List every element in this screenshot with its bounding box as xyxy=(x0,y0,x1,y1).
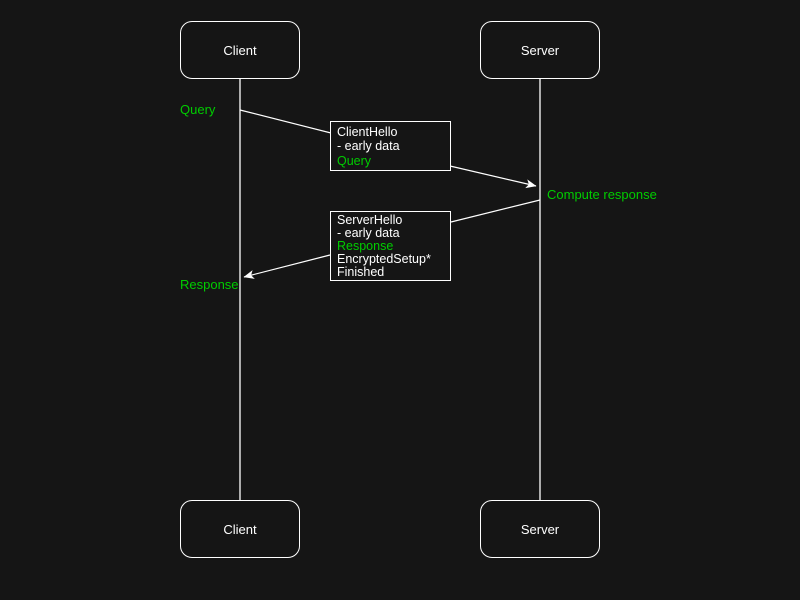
note-line: Query xyxy=(337,153,372,168)
actor-server-bottom-label: Server xyxy=(520,521,560,537)
note-line: Finished xyxy=(337,265,385,280)
actor-server-bottom: Server xyxy=(480,500,600,558)
actor-client-top-label: Client xyxy=(223,42,257,58)
query-message-line-start xyxy=(239,109,332,134)
note-line: ServerHello xyxy=(337,213,403,227)
response-message-arrow xyxy=(243,254,331,279)
actor-server-top: Server xyxy=(480,21,600,79)
server-hello-note: ServerHello - early data Response Encryp… xyxy=(330,211,451,281)
actor-client-top: Client xyxy=(180,21,300,79)
actor-client-bottom: Client xyxy=(180,500,300,558)
response-message-line-start xyxy=(450,199,541,223)
query-message-label: Query xyxy=(180,102,216,117)
note-line: ClientHello xyxy=(337,125,398,139)
query-message-arrow xyxy=(449,165,537,189)
note-line: Response xyxy=(337,239,394,254)
note-line: - early data xyxy=(337,226,400,241)
actor-client-bottom-label: Client xyxy=(223,521,257,537)
note-line: EncryptedSetup* xyxy=(337,252,431,267)
compute-response-label: Compute response xyxy=(547,187,657,202)
note-line: - early data xyxy=(337,139,400,154)
response-message-label: Response xyxy=(180,277,239,292)
actor-server-top-label: Server xyxy=(520,42,560,58)
client-hello-note: ClientHello - early data Query xyxy=(330,121,451,171)
